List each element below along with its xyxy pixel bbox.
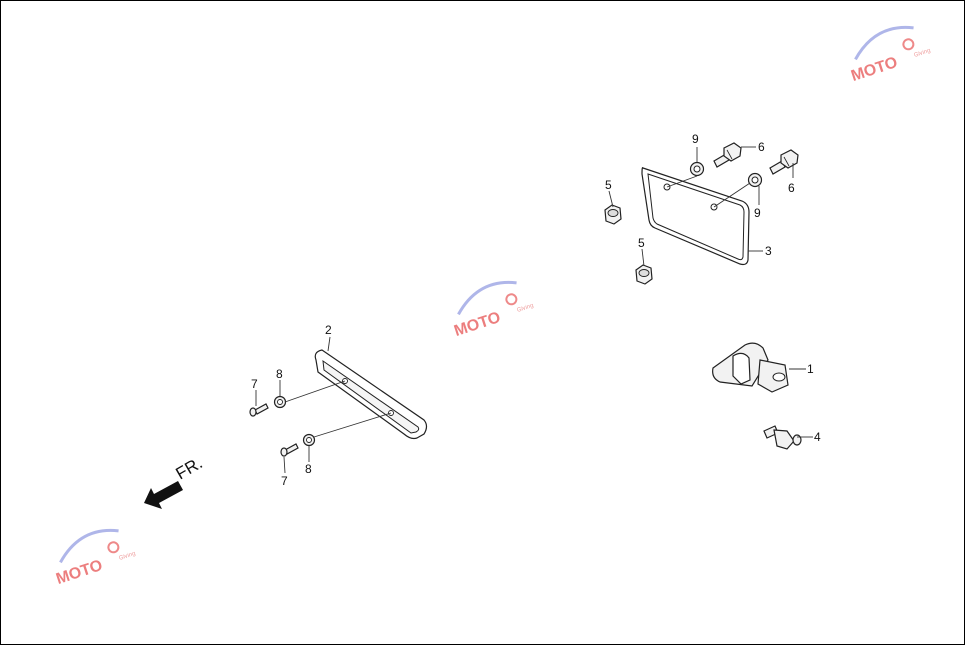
- callout-5-upper: 5: [605, 178, 612, 192]
- callout-7-upper: 7: [251, 377, 258, 391]
- part-1-license-light: [712, 342, 789, 393]
- part-8-washer-lower: [302, 433, 316, 447]
- part-2-reflector: [314, 349, 428, 440]
- callout-6-right: 6: [788, 181, 795, 195]
- watermark-center: MOTO Giving: [452, 280, 534, 340]
- watermark-bottom-left: MOTO Giving: [54, 528, 136, 588]
- svg-text:Giving: Giving: [118, 551, 136, 562]
- watermark-top-right: MOTO Giving: [849, 25, 931, 85]
- callout-4: 4: [814, 430, 821, 444]
- part-5-nut-upper: [604, 204, 622, 225]
- callout-3: 3: [765, 244, 772, 258]
- part-3-plate-bracket: [641, 167, 750, 266]
- leader-lines: [255, 146, 813, 474]
- svg-text:Giving: Giving: [913, 48, 931, 59]
- callout-8-lower: 8: [305, 462, 312, 476]
- callout-1: 1: [807, 362, 814, 376]
- callout-5-lower: 5: [638, 236, 645, 250]
- callout-9-top: 9: [692, 132, 699, 146]
- front-direction-label: FR.: [173, 453, 206, 483]
- part-8-washer-upper: [273, 395, 287, 409]
- part-7-screw-lower: [280, 443, 299, 457]
- callout-2: 2: [325, 323, 332, 337]
- callout-7-lower: 7: [281, 474, 288, 488]
- callout-6-top: 6: [758, 140, 765, 154]
- front-direction-arrow-icon: [144, 481, 183, 509]
- part-4-bulb-socket: [763, 425, 802, 450]
- part-5-nut-lower: [635, 264, 653, 285]
- part-9-washer-right: [747, 172, 763, 188]
- part-6-bolt-right: [769, 149, 799, 175]
- callout-9-right: 9: [754, 206, 761, 220]
- part-6-bolt-left: [713, 142, 742, 168]
- callout-8-upper: 8: [276, 367, 283, 381]
- svg-text:Giving: Giving: [516, 303, 534, 314]
- part-9-washer-left: [689, 161, 705, 177]
- part-7-screw-upper: [249, 403, 269, 417]
